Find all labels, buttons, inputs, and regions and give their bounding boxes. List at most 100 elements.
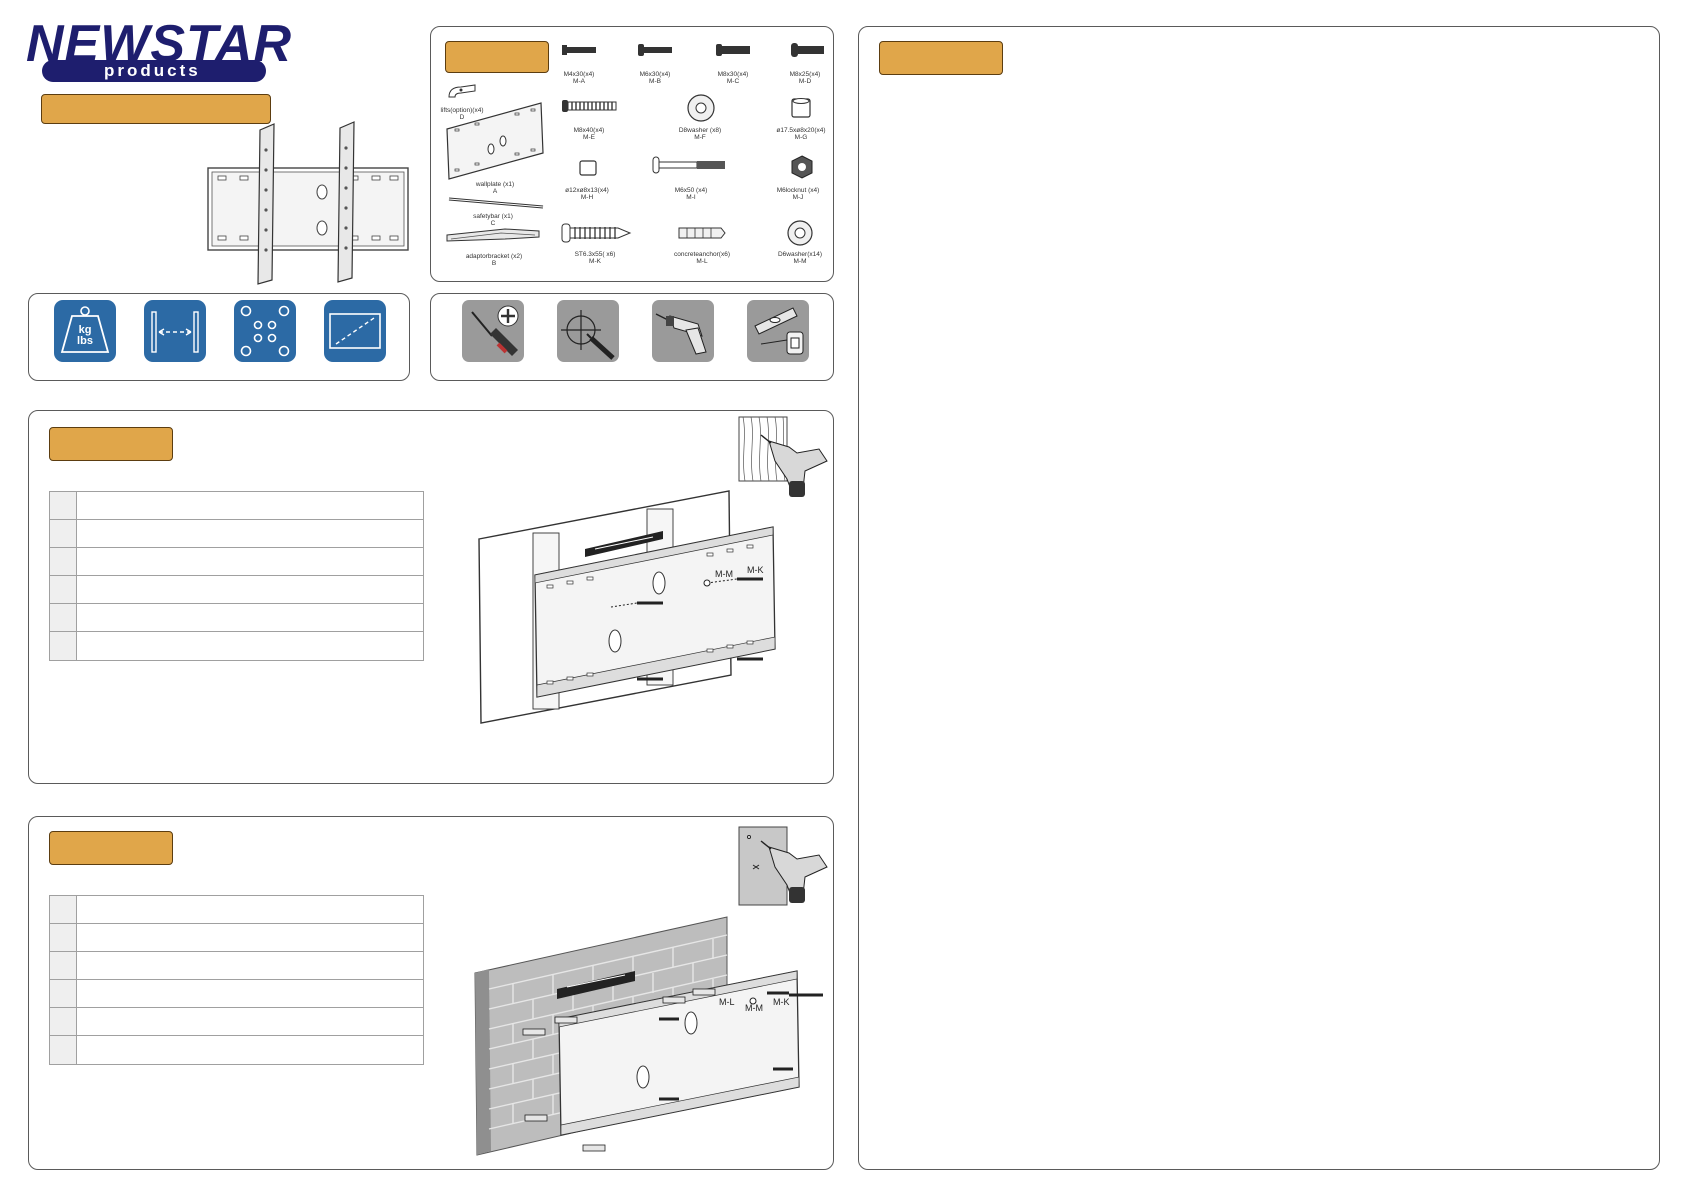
brick-step-row-1 <box>50 896 423 924</box>
wood-step-number <box>50 604 77 631</box>
component-a-code: A <box>492 188 498 195</box>
part-m-d-code: M-D <box>798 78 812 85</box>
parts-tab <box>445 41 549 73</box>
wood-step-text <box>77 632 423 660</box>
brick-step-number <box>50 1036 77 1064</box>
brick-step-number <box>50 980 77 1007</box>
brick-step-row-6 <box>50 1036 423 1064</box>
part-m-k-code: M-K <box>589 258 601 265</box>
brick-step-row-2 <box>50 924 423 952</box>
component-b-code: B <box>491 260 497 267</box>
wood-callout-m-k: M-K <box>747 565 764 575</box>
wood-step-number <box>50 492 77 519</box>
width-icon <box>151 311 199 353</box>
wood-step-text <box>77 492 423 519</box>
level-tape-icon <box>754 307 804 355</box>
wood-drill-inset <box>738 416 828 497</box>
brick-step-number <box>50 1008 77 1035</box>
component-d-code: D <box>459 114 465 121</box>
brick-step-row-5 <box>50 1008 423 1036</box>
spacer-m-g-icon <box>791 98 811 118</box>
part-m-m-code: M-M <box>793 258 807 265</box>
weight-kg-label: kg <box>78 324 92 336</box>
anchor-m-l-icon <box>678 227 726 239</box>
logo-underline <box>42 60 266 82</box>
features-panel: kg lbs <box>28 293 410 381</box>
spacer-m-h-icon <box>579 160 597 176</box>
part-m-k-name: ST6.3x55( x6) <box>574 251 616 258</box>
brick-step-row-3 <box>50 952 423 980</box>
feature-vesa <box>234 300 296 362</box>
part-m-j-name: M6locknut (x4) <box>776 187 820 194</box>
wood-wall-illustration <box>478 490 776 724</box>
part-m-d-name: M8x25(x4) <box>789 71 821 78</box>
wood-wall-section: M-M M-K <box>28 410 834 784</box>
wood-callout-m-m: M-M <box>715 569 733 579</box>
feature-width <box>144 300 206 362</box>
part-m-a-name: M4x30(x4) <box>563 71 595 78</box>
tool-pencil-mark <box>557 300 619 362</box>
part-m-g-code: M-G <box>794 134 808 141</box>
newstar-logo: NEWSTAR products <box>26 15 291 84</box>
part-m-a-code: M-A <box>573 78 585 85</box>
wood-step-text <box>77 576 423 603</box>
washer-m-m-icon <box>787 220 813 246</box>
part-m-c-code: M-C <box>726 78 740 85</box>
brick-step-text <box>77 1008 423 1035</box>
bolt-m-i-icon <box>652 156 725 174</box>
part-m-h-name: ø12xø8x13(x4) <box>565 187 609 194</box>
part-m-c-name: M8x30(x4) <box>717 71 749 78</box>
wood-step-number <box>50 632 77 660</box>
adaptor-bracket-b-icon <box>446 228 540 242</box>
brick-callout-m-l: M-L <box>719 997 735 1007</box>
part-m-g-name: ø17.5xø8x20(x4) <box>776 127 826 134</box>
screw-m-e-icon <box>562 100 617 112</box>
brick-wall-illustration <box>474 916 823 1156</box>
wood-step-text <box>77 520 423 547</box>
wood-step-row-4 <box>50 576 423 604</box>
part-m-e-name: M8x40(x4) <box>573 127 605 134</box>
wood-wall-tab <box>49 427 173 461</box>
part-m-b-name: M6x30(x4) <box>639 71 671 78</box>
feature-screen-size <box>324 300 386 362</box>
tool-drill <box>652 300 714 362</box>
wood-step-number <box>50 548 77 575</box>
brick-step-number <box>50 896 77 923</box>
pencil-mark-icon <box>561 310 615 360</box>
wood-step-text <box>77 548 423 575</box>
part-m-f-name: D8washer (x8) <box>678 127 722 134</box>
locknut-m-j-icon <box>791 155 813 179</box>
screw-m-k-icon <box>561 223 632 243</box>
vesa-pattern-icon <box>240 305 290 357</box>
component-d-name: lifts(option)(x4) <box>440 107 484 114</box>
right-panel-tab <box>879 41 1003 75</box>
screw-m-b-icon <box>638 44 672 56</box>
brick-drill-inset <box>738 826 828 906</box>
component-b-name: adaptorbracket (x2) <box>465 253 523 260</box>
wood-step-row-6 <box>50 632 423 660</box>
parts-panel: M4x30(x4)M-A M6x30(x4)M-B M8x30(x4)M-C M… <box>430 26 834 282</box>
component-c-name: safetybar (x1) <box>473 213 513 220</box>
part-m-m-name: D6washer(x14) <box>777 251 823 258</box>
wood-step-text <box>77 604 423 631</box>
wood-step-row-3 <box>50 548 423 576</box>
weight-icon <box>60 306 110 353</box>
screw-m-d-icon <box>791 43 824 57</box>
brick-step-text <box>77 952 423 979</box>
tool-screwdriver <box>462 300 524 362</box>
wood-step-number <box>50 520 77 547</box>
component-a-name: wallplate (x1) <box>475 181 515 188</box>
part-m-b-code: M-B <box>649 78 661 85</box>
screwdriver-icon <box>471 305 519 356</box>
brick-steps-table <box>49 895 424 1065</box>
part-m-l-code: M-L <box>696 258 708 265</box>
brick-step-text <box>77 924 423 951</box>
wood-step-row-1 <box>50 492 423 520</box>
wood-steps-table <box>49 491 424 661</box>
brick-wall-section: M-L M-M M-K <box>28 816 834 1170</box>
feature-weight: kg lbs <box>54 300 116 362</box>
brick-step-number <box>50 924 77 951</box>
screw-m-a-icon <box>562 45 596 55</box>
part-m-i-name: M6x50 (x4) <box>674 187 708 194</box>
screw-m-c-icon <box>716 44 750 56</box>
